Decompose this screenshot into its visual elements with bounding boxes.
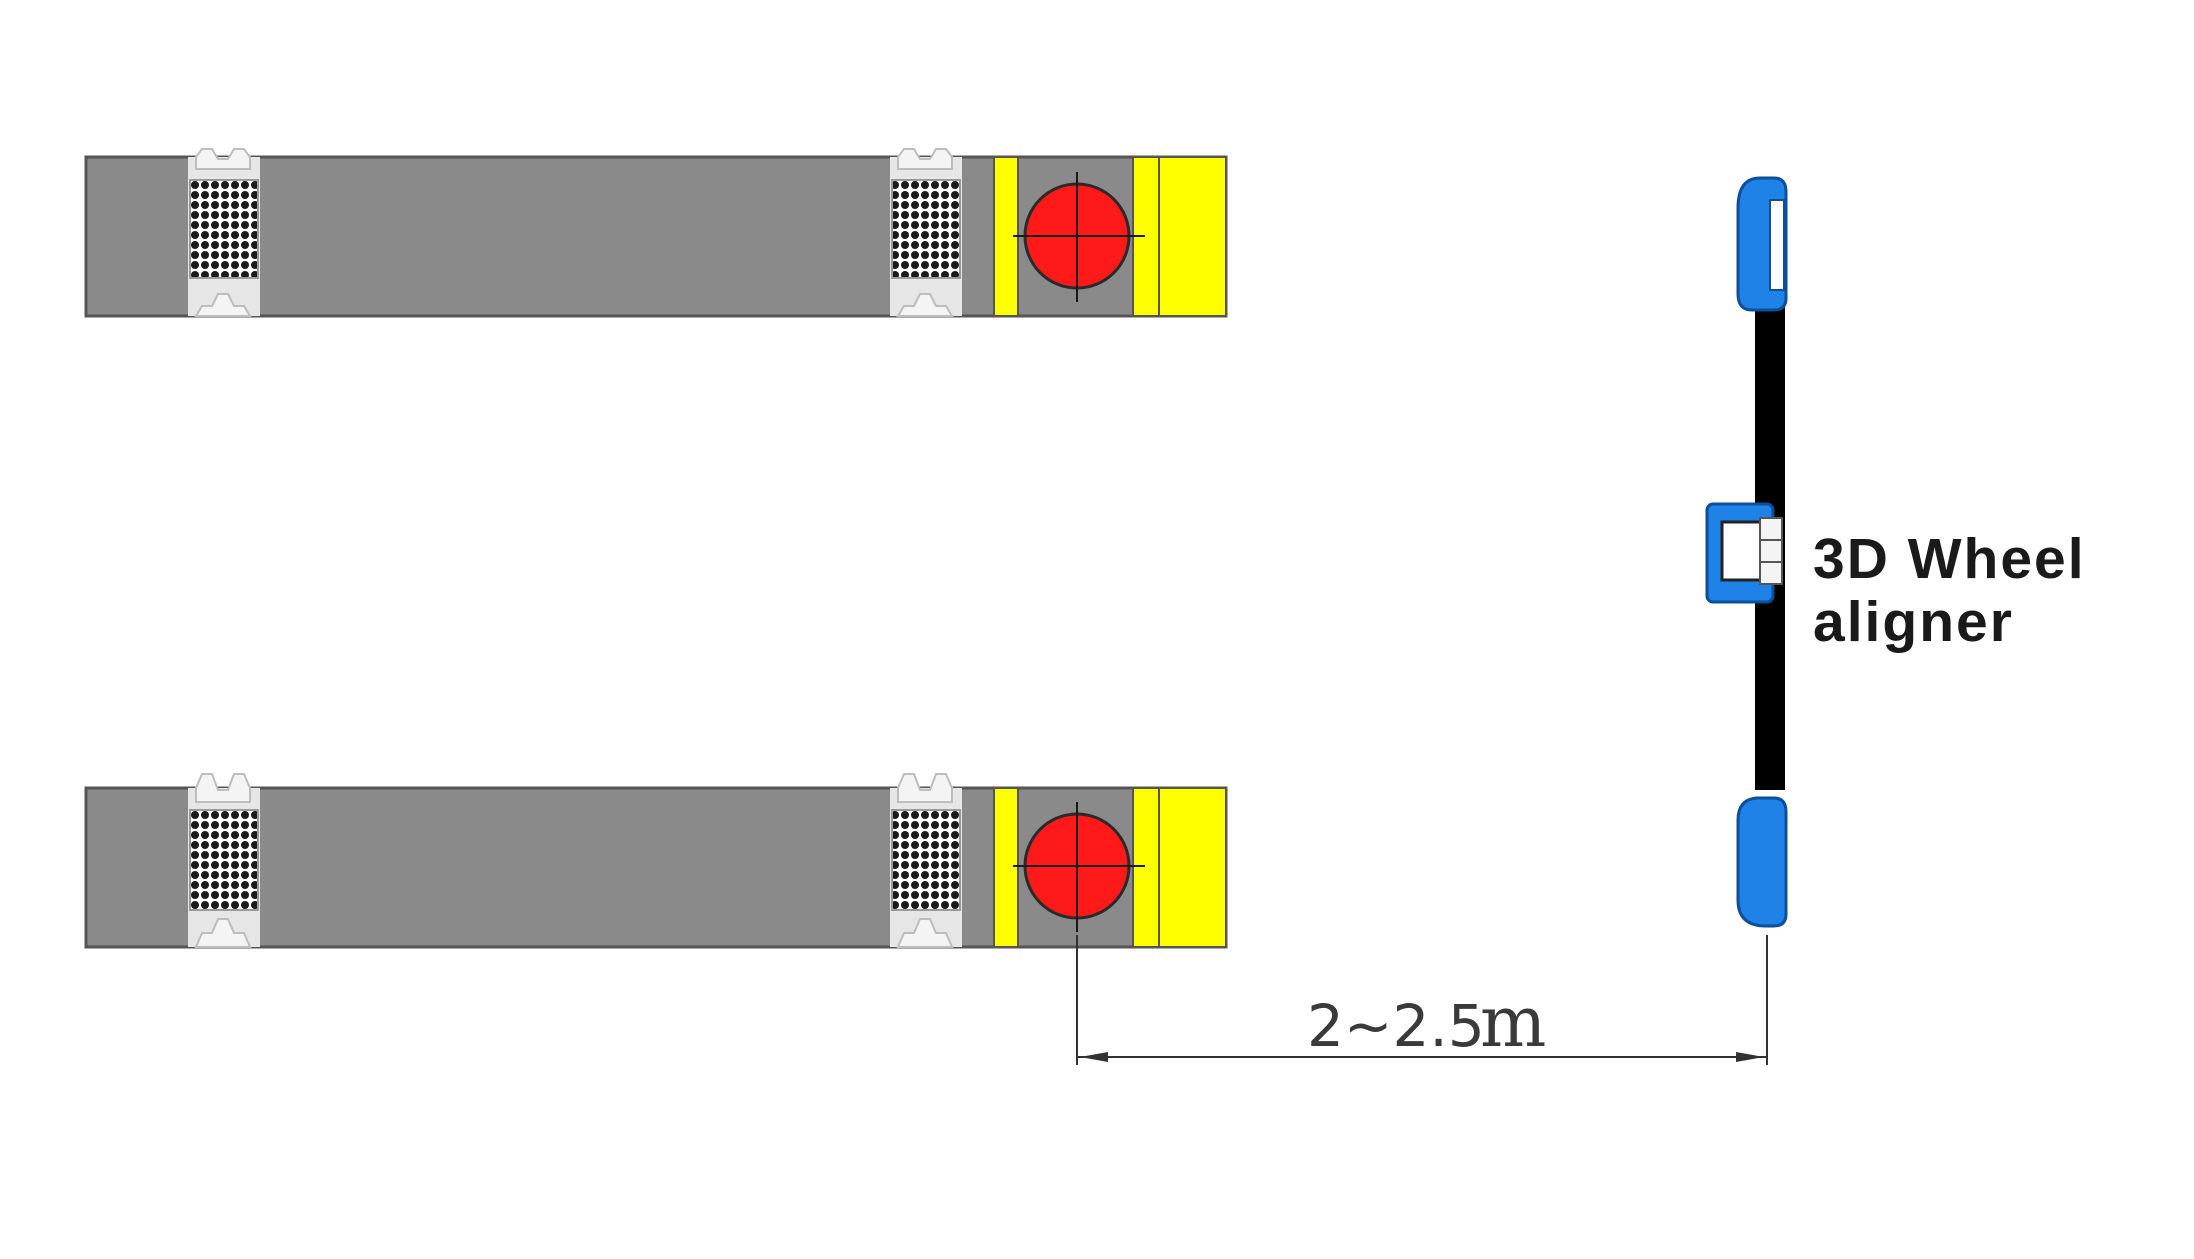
arrow-right-icon [1736,1052,1764,1062]
slip-plate-top-front [890,148,962,317]
aligner-unit [1705,176,1788,928]
distance-value: 2~2.5 [1307,992,1485,1060]
camera-top-icon [1736,176,1788,312]
turntable-plate-bottom-left [993,787,1019,948]
runway-top [84,148,1228,318]
distance-unit: m [1480,981,1546,1063]
slip-plate-bottom-front [890,773,962,948]
turntable-plate-bottom-right [1132,787,1160,948]
slip-plate-top-rear [188,148,260,317]
turntable-plate-bottom-end [1158,787,1227,948]
turntable-bottom [1013,802,1145,932]
distance-dimension [1076,935,1768,1065]
camera-bottom-icon [1736,796,1788,928]
camera-center-icon [1705,502,1783,604]
turntable-top [1013,172,1145,302]
arrow-left-icon [1080,1052,1108,1062]
aligner-label-line1: 3D Wheel [1813,527,2086,591]
runway-bottom [84,773,1228,949]
turntable-plate-top-end [1158,156,1227,317]
aligner-label-line2: aligner [1813,590,2014,654]
slip-plate-bottom-rear [188,773,260,948]
